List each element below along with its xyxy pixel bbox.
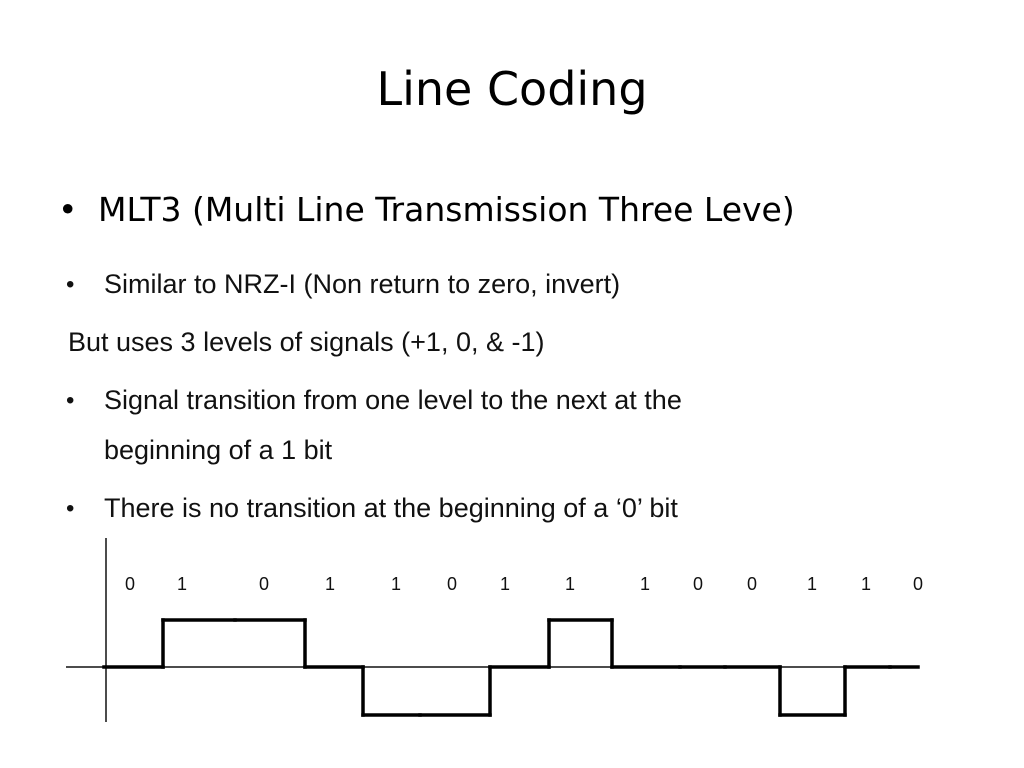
mlt3-signal-diagram: 0 1 0 1 1 0 1 1 1 0 0 1 1 0 xyxy=(66,538,923,722)
note-line-1: Similar to NRZ-I (Non return to zero, in… xyxy=(104,269,621,299)
bit-labels: 0 1 0 1 1 0 1 1 1 0 0 1 1 0 xyxy=(125,574,923,594)
main-bullet-text: MLT3 (Multi Line Transmission Three Leve… xyxy=(98,190,795,229)
bit-label: 0 xyxy=(447,574,457,594)
bullet-dot: • xyxy=(66,387,75,414)
bit-label: 1 xyxy=(391,574,401,594)
note-line-3a: Signal transition from one level to the … xyxy=(104,385,682,415)
bit-label: 1 xyxy=(565,574,575,594)
bit-label: 0 xyxy=(693,574,703,594)
note-line-4: There is no transition at the beginning … xyxy=(104,493,678,523)
bit-label: 0 xyxy=(913,574,923,594)
note-line-2: But uses 3 levels of signals (+1, 0, & -… xyxy=(68,327,545,357)
main-bullet: • MLT3 (Multi Line Transmission Three Lev… xyxy=(58,190,795,230)
bit-label: 0 xyxy=(259,574,269,594)
bullet-dot: • xyxy=(66,271,75,298)
bit-label: 1 xyxy=(861,574,871,594)
bit-label: 1 xyxy=(325,574,335,594)
bullet-dot: • xyxy=(66,495,75,522)
bit-label: 0 xyxy=(747,574,757,594)
bit-label: 0 xyxy=(125,574,135,594)
bullet-dot: • xyxy=(58,190,78,229)
bit-label: 1 xyxy=(640,574,650,594)
bit-label: 1 xyxy=(807,574,817,594)
note-line-3b: beginning of a 1 bit xyxy=(104,435,333,465)
bit-label: 1 xyxy=(500,574,510,594)
bit-label: 1 xyxy=(177,574,187,594)
waveform xyxy=(102,618,920,717)
slide-title: Line Coding xyxy=(376,62,648,116)
axes xyxy=(66,538,918,722)
